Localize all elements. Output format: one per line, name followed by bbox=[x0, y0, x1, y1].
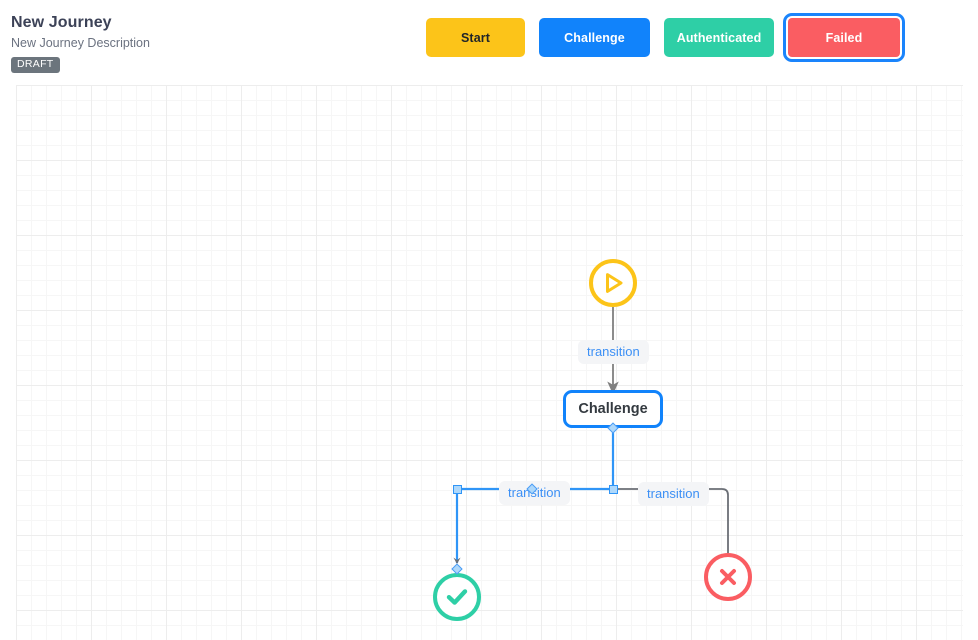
cross-icon bbox=[720, 569, 736, 585]
start-circle[interactable] bbox=[589, 259, 637, 307]
node-failed[interactable] bbox=[704, 553, 752, 601]
node-start[interactable] bbox=[589, 259, 637, 307]
state-button-failed[interactable]: Failed bbox=[783, 13, 905, 62]
node-authenticated[interactable] bbox=[433, 549, 481, 621]
edge-challenge-to-failed[interactable] bbox=[615, 488, 734, 570]
edge-handle-bend-left[interactable] bbox=[453, 485, 462, 494]
node-challenge[interactable]: Challenge bbox=[563, 390, 663, 434]
failed-circle[interactable] bbox=[704, 553, 752, 601]
challenge-box[interactable]: Challenge bbox=[563, 390, 663, 428]
check-icon bbox=[446, 589, 468, 605]
state-button-authenticated[interactable]: Authenticated bbox=[664, 18, 774, 57]
edges-layer bbox=[453, 307, 734, 570]
page-title: New Journey bbox=[11, 14, 112, 31]
flow-canvas[interactable]: Challenge transition transition transiti… bbox=[16, 85, 963, 640]
journey-description: New Journey Description bbox=[11, 36, 150, 50]
success-circle[interactable] bbox=[433, 573, 481, 621]
state-button-challenge[interactable]: Challenge bbox=[539, 18, 650, 57]
edge-label-challenge-authenticated[interactable]: transition bbox=[499, 481, 570, 505]
status-badge: DRAFT bbox=[11, 57, 60, 73]
edge-label-start-challenge[interactable]: transition bbox=[578, 340, 649, 364]
play-icon bbox=[606, 273, 623, 293]
journey-meta: New Journey New Journey Description DRAF… bbox=[11, 13, 391, 73]
edge-label-challenge-failed[interactable]: transition bbox=[638, 482, 709, 506]
state-button-group: Start Challenge Authenticated Failed bbox=[426, 13, 905, 62]
editor-header: New Journey New Journey Description DRAF… bbox=[0, 0, 978, 84]
edge-handle-bend-right[interactable] bbox=[609, 485, 618, 494]
state-button-start[interactable]: Start bbox=[426, 18, 525, 57]
